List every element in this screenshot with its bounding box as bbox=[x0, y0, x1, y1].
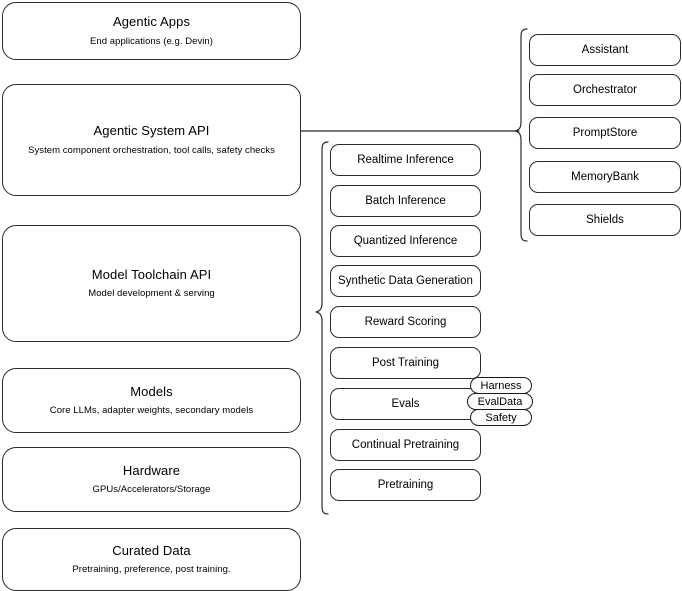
toolchain-item-realtime-inference[interactable]: Realtime Inference bbox=[330, 144, 481, 176]
toolchain-item-post-training[interactable]: Post Training bbox=[330, 347, 481, 379]
layer-model-toolchain-api[interactable]: Model Toolchain API Model development & … bbox=[2, 225, 301, 342]
toolchain-item-quantized-inference[interactable]: Quantized Inference bbox=[330, 225, 481, 257]
eval-pill-label: Harness bbox=[480, 379, 522, 392]
eval-pill-evaldata[interactable]: EvalData bbox=[467, 393, 533, 410]
layer-title: Curated Data bbox=[112, 542, 191, 558]
layer-title: Hardware bbox=[122, 462, 181, 478]
toolchain-item-label: Evals bbox=[391, 397, 420, 410]
system-item-label: MemoryBank bbox=[571, 170, 639, 183]
toolchain-item-pretraining[interactable]: Pretraining bbox=[330, 469, 481, 501]
toolchain-item-label: Synthetic Data Generation bbox=[338, 274, 473, 287]
layer-subtitle: Model development & serving bbox=[88, 288, 215, 300]
toolchain-item-label: Quantized Inference bbox=[353, 234, 458, 247]
system-item-label: Shields bbox=[586, 213, 624, 226]
toolchain-item-continual-pretraining[interactable]: Continual Pretraining bbox=[330, 429, 481, 461]
toolchain-item-label: Reward Scoring bbox=[364, 315, 447, 328]
toolchain-item-label: Pretraining bbox=[377, 478, 434, 491]
eval-pill-safety[interactable]: Safety bbox=[470, 409, 532, 426]
toolchain-item-label: Post Training bbox=[371, 356, 440, 369]
toolchain-item-label: Continual Pretraining bbox=[351, 438, 460, 451]
system-item-promptstore[interactable]: PromptStore bbox=[529, 117, 681, 149]
layer-title: Models bbox=[130, 383, 173, 399]
layer-subtitle: Core LLMs, adapter weights, secondary mo… bbox=[49, 405, 254, 417]
system-item-label: Assistant bbox=[581, 43, 629, 56]
system-item-memorybank[interactable]: MemoryBank bbox=[529, 161, 681, 193]
system-item-label: PromptStore bbox=[572, 126, 638, 139]
layer-subtitle: Pretraining, preference, post training. bbox=[72, 564, 231, 576]
layer-agentic-system-api[interactable]: Agentic System API System component orch… bbox=[2, 84, 301, 196]
layer-title: Agentic Apps bbox=[112, 14, 191, 30]
eval-pill-label: EvalData bbox=[477, 395, 523, 408]
toolchain-item-evals[interactable]: Evals bbox=[330, 388, 481, 420]
toolchain-item-label: Batch Inference bbox=[365, 194, 446, 207]
layer-models[interactable]: Models Core LLMs, adapter weights, secon… bbox=[2, 368, 301, 433]
layer-subtitle: GPUs/Accelerators/Storage bbox=[92, 484, 211, 496]
layer-hardware[interactable]: Hardware GPUs/Accelerators/Storage bbox=[2, 447, 301, 512]
system-item-label: Orchestrator bbox=[573, 83, 637, 96]
toolchain-item-synthetic-data-generation[interactable]: Synthetic Data Generation bbox=[330, 265, 481, 297]
eval-pill-harness[interactable]: Harness bbox=[470, 377, 532, 394]
system-item-orchestrator[interactable]: Orchestrator bbox=[529, 74, 681, 106]
layer-title: Agentic System API bbox=[93, 123, 210, 139]
layer-agentic-apps[interactable]: Agentic Apps End applications (e.g. Devi… bbox=[2, 2, 301, 60]
eval-pill-label: Safety bbox=[485, 411, 517, 424]
layer-subtitle: End applications (e.g. Devin) bbox=[90, 35, 213, 47]
layer-subtitle: System component orchestration, tool cal… bbox=[28, 144, 275, 156]
toolchain-item-batch-inference[interactable]: Batch Inference bbox=[330, 185, 481, 217]
toolchain-item-label: Realtime Inference bbox=[357, 153, 454, 166]
system-item-assistant[interactable]: Assistant bbox=[529, 34, 681, 66]
system-item-shields[interactable]: Shields bbox=[529, 204, 681, 236]
layer-curated-data[interactable]: Curated Data Pretraining, preference, po… bbox=[2, 528, 301, 591]
layer-title: Model Toolchain API bbox=[91, 266, 212, 282]
system-items-brace bbox=[514, 28, 528, 242]
toolchain-item-reward-scoring[interactable]: Reward Scoring bbox=[330, 306, 481, 338]
toolchain-items-brace bbox=[315, 141, 329, 515]
